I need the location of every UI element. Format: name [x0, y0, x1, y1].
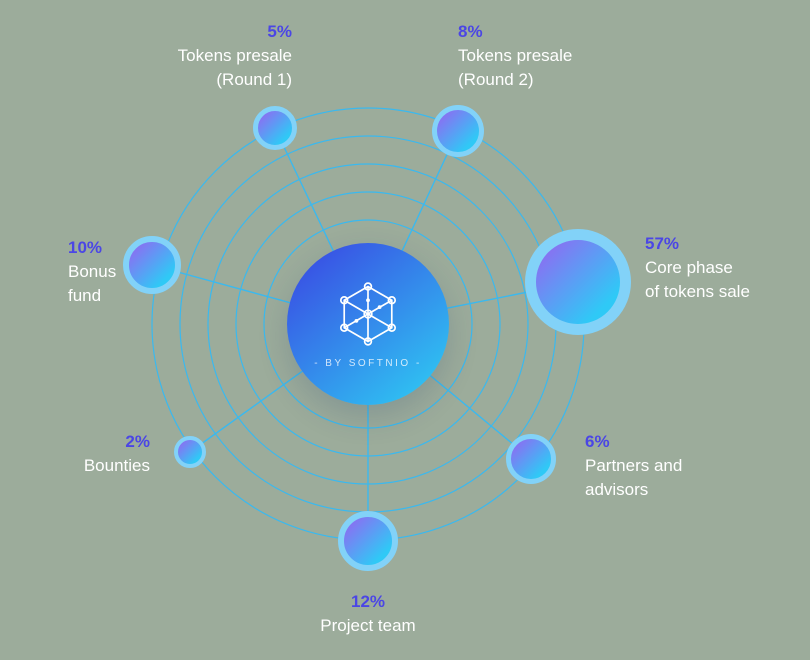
segment-label-bonus-fund: 10% Bonus fund [68, 236, 116, 308]
segment-label-partners: 6% Partners and advisors [585, 430, 682, 502]
segment-label-line: Bounties [83, 456, 150, 475]
network-hexagon-icon [339, 282, 397, 346]
segment-label-line: Tokens presale [177, 46, 292, 65]
segment-percent: 2% [125, 432, 150, 451]
segment-label-presale-round-2: 8% Tokens presale (Round 2) [458, 20, 572, 92]
segment-label-line: Partners and [585, 456, 683, 475]
segment-label-project-team: 12% Project team [268, 590, 468, 638]
segment-label-bounties: 2% Bounties [84, 430, 150, 478]
segment-percent: 12% [350, 592, 386, 611]
segment-label-presale-round-1: 5% Tokens presale (Round 1) [178, 20, 292, 92]
node-presale-round-2 [432, 105, 484, 157]
node-bonus-fund [123, 236, 181, 294]
segment-label-line: Core phase [645, 258, 733, 277]
node-core-phase [525, 229, 631, 335]
segment-label-line: Project team [320, 616, 416, 635]
segment-percent: 6% [585, 432, 610, 451]
node-presale-round-1 [253, 106, 297, 150]
brand-text: - BY SOFTNIO - [314, 358, 422, 369]
node-bounties [174, 436, 206, 468]
segment-percent: 10% [68, 238, 103, 257]
segment-label-line: Tokens presale [458, 46, 573, 65]
segment-label-line: fund [68, 286, 102, 305]
node-project-team [338, 511, 398, 571]
segment-label-line: Bonus [68, 262, 117, 281]
center-badge: - BY SOFTNIO - [287, 243, 449, 405]
segment-percent: 57% [645, 234, 680, 253]
segment-label-line: (Round 1) [216, 70, 292, 89]
segment-percent: 8% [458, 22, 483, 41]
segment-label-line: (Round 2) [458, 70, 534, 89]
segment-percent: 5% [267, 22, 292, 41]
segment-label-line: of tokens sale [645, 282, 750, 301]
segment-label-core-phase: 57% Core phase of tokens sale [645, 232, 750, 304]
segment-label-line: advisors [585, 480, 649, 499]
node-partners [506, 434, 556, 484]
